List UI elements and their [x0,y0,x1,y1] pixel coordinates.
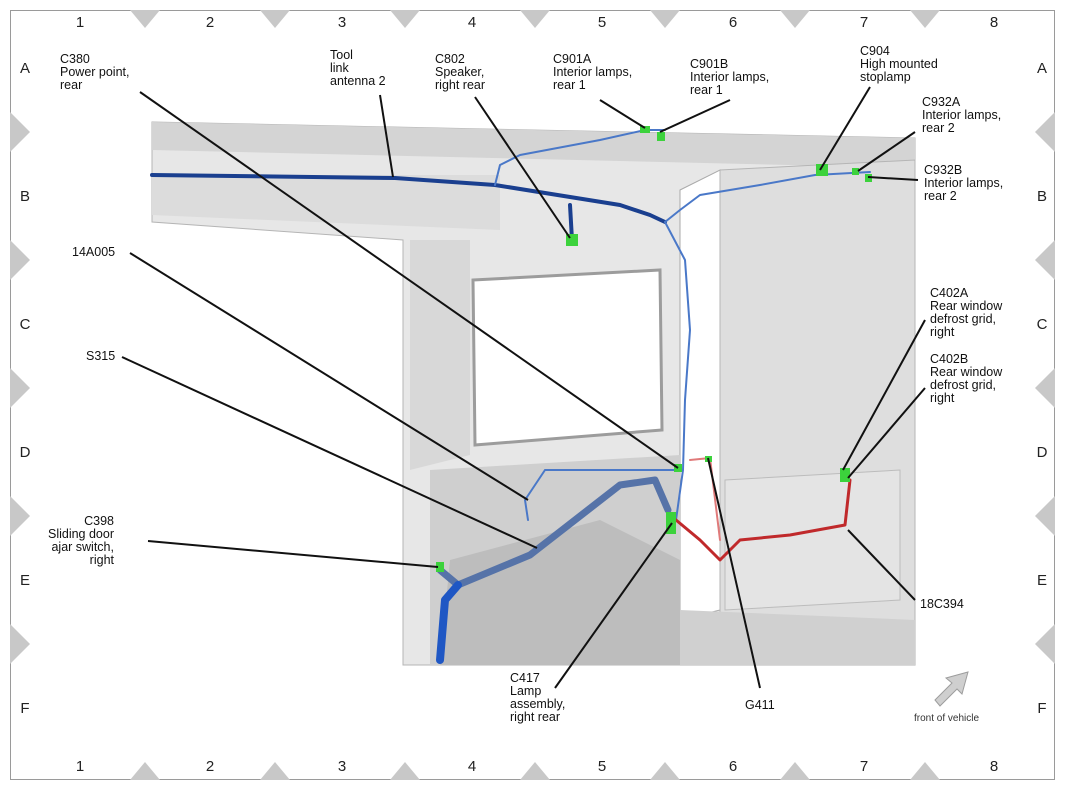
vehicle-body [151,121,916,666]
callout-c402a: C402A Rear window defrost grid, right [930,287,1002,339]
grid-row-b-right: B [1036,188,1047,205]
grid-col-1-top: 1 [75,14,85,31]
grid-col-5-top: 5 [597,14,607,31]
callout-code: 18C394 [920,597,964,611]
harness-routing [150,129,871,664]
callout-c402b: C402B Rear window defrost grid, right [930,353,1002,405]
callout-tool-link-antenna: Tool link antenna 2 [330,49,386,88]
grid-row-e-left: E [19,572,30,589]
grid-row-c-right: C [1036,316,1048,333]
callout-line: Lamp [510,684,542,698]
callout-code: Tool [330,48,353,62]
callout-c901b: C901B Interior lamps, rear 1 [690,58,769,97]
callout-c417: C417 Lamp assembly, right rear [510,672,565,724]
callout-code: C901B [690,57,729,71]
grid-row-d-right: D [1036,444,1048,461]
callout-code: C802 [435,52,465,66]
callout-line: rear 2 [924,189,957,203]
callout-c932b: C932B Interior lamps, rear 2 [924,164,1003,203]
grid-col-1-bottom: 1 [75,758,85,775]
callout-code: C417 [510,671,540,685]
callout-line: link [330,61,349,75]
callout-code: C904 [860,44,890,58]
grid-col-6-bottom: 6 [728,758,738,775]
grid-col-6-top: 6 [728,14,738,31]
grid-col-4-bottom: 4 [467,758,477,775]
callout-line: ajar switch, [51,540,114,554]
callout-line: defrost grid, [930,312,997,326]
callout-line: Interior lamps, [553,65,633,79]
callout-code: 14A005 [72,245,116,259]
callout-code: C901A [553,52,592,66]
grid-row-c-left: C [19,316,31,333]
callout-code: C398 [84,514,114,528]
grid-row-d-left: D [19,444,31,461]
callout-line: rear 1 [553,78,586,92]
callout-code: C932A [922,95,961,109]
callout-code: G411 [745,698,775,712]
callout-c901a: C901A Interior lamps, rear 1 [553,53,632,92]
callout-g411: G411 [745,699,775,712]
grid-markers [10,10,1055,780]
callout-c904: C904 High mounted stoplamp [860,45,938,84]
callout-line: Interior lamps, [690,70,770,84]
callout-14a005: 14A005 [72,246,115,259]
callout-line: rear [60,78,83,92]
grid-col-2-top: 2 [205,14,215,31]
callout-line: rear 1 [690,83,723,97]
grid-col-3-bottom: 3 [337,758,347,775]
callout-code: S315 [86,349,116,363]
callout-code: C402B [930,352,969,366]
callout-line: assembly, [510,697,566,711]
front-of-vehicle-label: front of vehicle [914,713,980,724]
callout-c380: C380 Power point, rear [60,53,129,92]
grid-row-b-left: B [19,188,30,205]
grid-row-a-right: A [1036,60,1047,77]
front-arrow-icon [934,671,969,707]
callout-line: Rear window [930,365,1003,379]
callout-line: Sliding door [47,527,114,541]
callout-line: rear 2 [922,121,955,135]
grid-col-2-bottom: 2 [205,758,215,775]
callout-s315: S315 [86,350,115,363]
grid-col-7-top: 7 [859,14,869,31]
callout-line: Rear window [930,299,1003,313]
callout-18c394: 18C394 [920,598,964,611]
callout-code: C932B [924,163,963,177]
callout-line: right [930,325,955,339]
grid-row-f-right: F [1037,700,1047,717]
grid-col-5-bottom: 5 [597,758,607,775]
callout-line: right rear [435,78,486,92]
callout-code: C402A [930,286,969,300]
callout-line: Interior lamps, [922,108,1002,122]
callout-c932a: C932A Interior lamps, rear 2 [922,96,1001,135]
grid-col-8-bottom: 8 [989,758,999,775]
callout-line: defrost grid, [930,378,997,392]
callout-c802: C802 Speaker, right rear [435,53,485,92]
callout-line: Power point, [60,65,130,79]
callout-line: right [930,391,955,405]
grid-col-4-top: 4 [467,14,477,31]
grid-col-7-bottom: 7 [859,758,869,775]
callout-code: C380 [60,52,90,66]
callout-line: right [89,553,114,567]
callout-line: High mounted [860,57,938,71]
callout-line: Speaker, [435,65,485,79]
callout-line: right rear [510,710,561,724]
grid-row-e-right: E [1036,572,1047,589]
grid-col-8-top: 8 [989,14,999,31]
callout-leaders [121,86,926,689]
grid-col-3-top: 3 [337,14,347,31]
grid-row-a-left: A [19,60,30,77]
callout-line: stoplamp [860,70,911,84]
callout-line: antenna 2 [330,74,386,88]
grid-row-f-left: F [20,700,30,717]
callout-line: Interior lamps, [924,176,1004,190]
callout-c398: C398 Sliding door ajar switch, right [20,515,114,567]
